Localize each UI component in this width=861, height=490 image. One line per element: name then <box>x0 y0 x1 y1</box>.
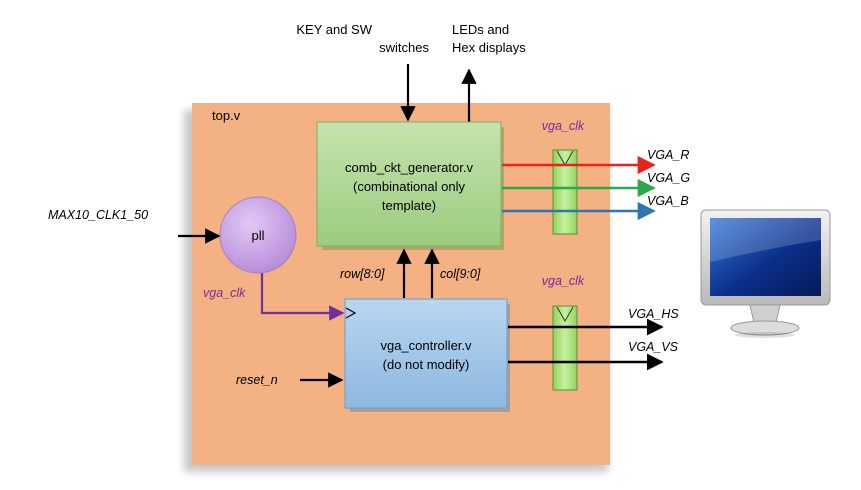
pll-clock-wire <box>260 273 345 321</box>
vga-controller-block <box>344 298 508 409</box>
leds-label-line1: LEDs and <box>452 22 509 37</box>
controller-clock-pin <box>345 307 357 319</box>
monitor-icon <box>700 209 831 338</box>
rgb-register <box>552 149 578 235</box>
sync-register-clock-pin <box>556 306 574 323</box>
col-bus-label: col[9:0] <box>440 267 481 281</box>
pll-label: pll <box>251 228 264 243</box>
vga-r-label: VGA_R <box>647 148 689 162</box>
leds-label-line2: Hex displays <box>452 40 526 55</box>
row-bus-label: row[8:0] <box>340 267 385 281</box>
pll-clock-label: vga_clk <box>203 286 246 300</box>
controller-line1: vga_controller.v <box>380 338 472 353</box>
generator-line2: (combinational only <box>353 179 466 194</box>
top-module-label: top.v <box>212 108 241 123</box>
reset-label: reset_n <box>236 373 278 387</box>
vga-vs-label: VGA_VS <box>628 340 679 354</box>
generator-line3: template) <box>382 198 436 213</box>
vga-hs-label: VGA_HS <box>628 307 679 321</box>
vga-g-label: VGA_G <box>647 171 690 185</box>
clock-input-label: MAX10_CLK1_50 <box>48 208 148 222</box>
comb-ckt-generator-block <box>316 121 502 247</box>
key-sw-label-line2: switches <box>379 40 429 55</box>
key-sw-label-line1: KEY and SW <box>296 22 372 37</box>
vga-b-label: VGA_B <box>647 194 689 208</box>
rgb-register-clock-label: vga_clk <box>542 119 585 133</box>
sync-register <box>552 305 578 391</box>
generator-line1: comb_ckt_generator.v <box>345 160 473 175</box>
controller-line2: (do not modify) <box>383 357 470 372</box>
sync-register-clock-label: vga_clk <box>542 274 585 288</box>
